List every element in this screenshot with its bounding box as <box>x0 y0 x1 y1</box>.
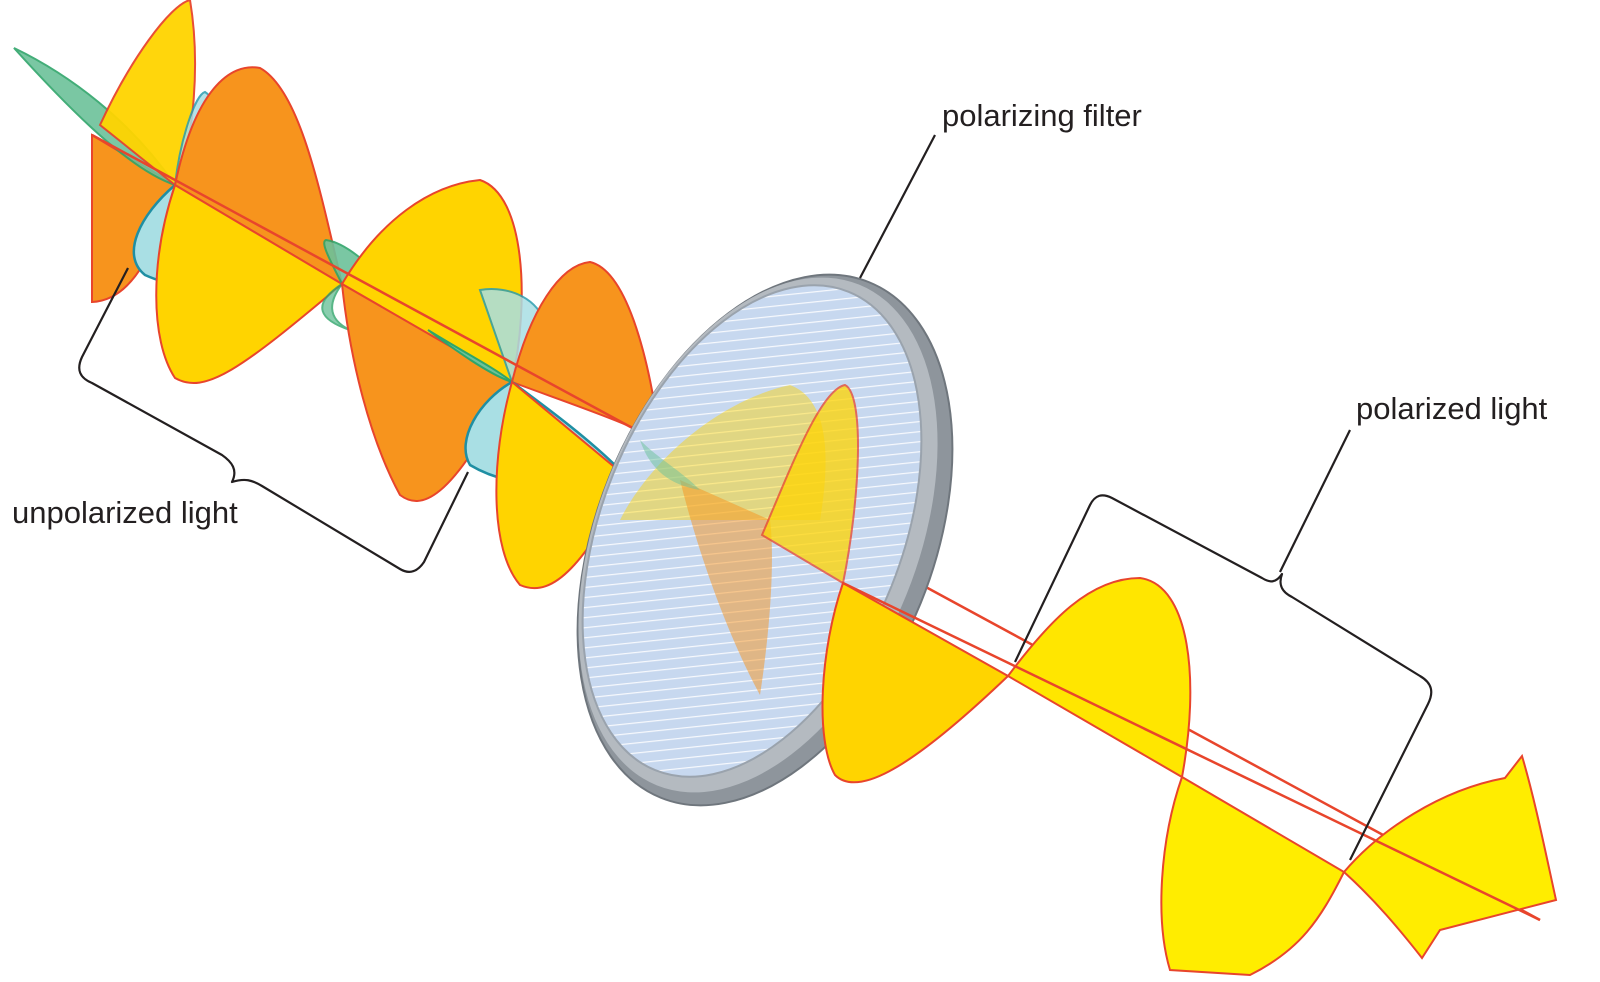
polarized-wave <box>821 576 1558 977</box>
filter-leader-line <box>859 134 936 279</box>
yellow-wave-lobe <box>1160 775 1346 977</box>
yellow-wave-lobe <box>760 383 859 585</box>
orange-wave-lobe <box>680 480 772 695</box>
unpolarized-bracket <box>78 267 469 573</box>
arrowhead <box>1342 753 1558 960</box>
orange-wave-lobe <box>173 66 344 287</box>
yellow-wave-lobe <box>821 581 1010 784</box>
yellow-wave-lobe <box>620 385 826 520</box>
polarized-bracket <box>1014 494 1433 861</box>
polarized-leader-line <box>1279 429 1351 573</box>
polarizing-filter-label: polarizing filter <box>942 98 1142 133</box>
unpolarized-wave <box>13 0 662 590</box>
yellow-wave-lobe <box>155 183 344 385</box>
orange-wave-lobe <box>510 260 662 442</box>
green-wave-lobe <box>640 440 700 490</box>
unpolarized-light-label: unpolarized light <box>12 495 238 530</box>
yellow-wave-lobe <box>1006 576 1192 779</box>
polarized-light-label: polarized light <box>1356 391 1548 426</box>
propagation-axis <box>842 581 1541 922</box>
